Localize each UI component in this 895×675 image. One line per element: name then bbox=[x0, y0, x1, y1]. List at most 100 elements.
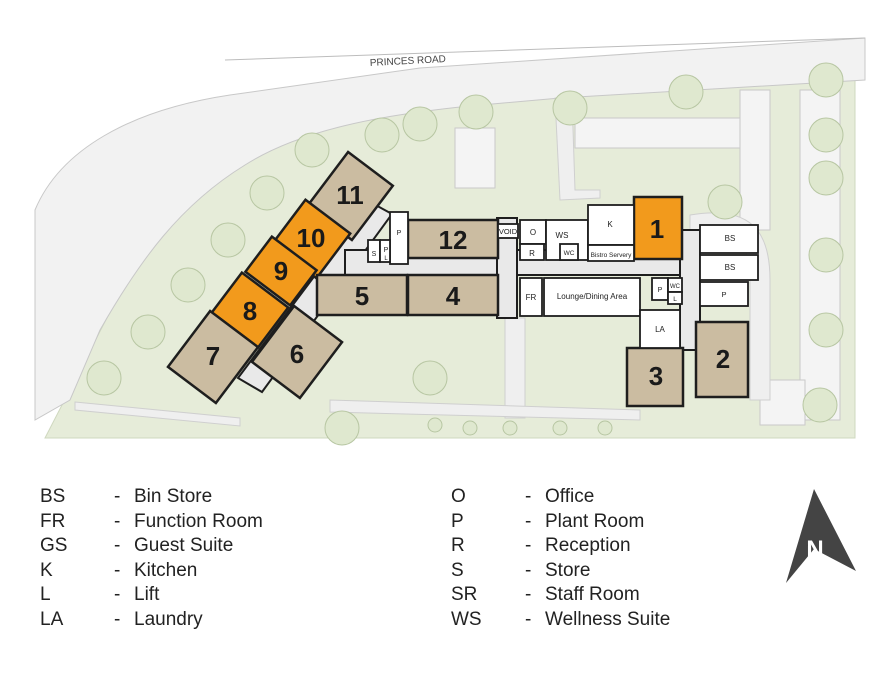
room-label-function-room: FR bbox=[526, 293, 537, 302]
legend-abbr: SR bbox=[451, 584, 478, 606]
tree bbox=[458, 94, 494, 130]
unit-number-1: 1 bbox=[650, 214, 664, 244]
room-label-lift-1: L bbox=[673, 296, 677, 303]
tree bbox=[412, 360, 448, 396]
legend-dash: - bbox=[525, 559, 532, 581]
legend-dash: - bbox=[114, 559, 121, 581]
legend-desc: Staff Room bbox=[545, 584, 640, 606]
unit-5 bbox=[315, 273, 409, 317]
legend-desc: Guest Suite bbox=[134, 535, 234, 557]
unit-number-4: 4 bbox=[446, 281, 461, 311]
tree bbox=[502, 420, 518, 436]
legend-desc: Office bbox=[545, 486, 595, 507]
room-label-plant-1: P bbox=[721, 290, 726, 299]
road-label: PRINCES ROAD bbox=[370, 54, 447, 69]
north-arrow-icon: N bbox=[786, 489, 856, 583]
tree bbox=[707, 184, 743, 220]
unit-6 bbox=[250, 304, 344, 400]
unit-number-7: 7 bbox=[206, 341, 220, 371]
room-label-plant-2: P bbox=[658, 287, 663, 294]
legend-desc: Laundry bbox=[134, 608, 203, 630]
tree bbox=[808, 312, 844, 348]
legend-dash: - bbox=[114, 535, 121, 557]
unit-4 bbox=[406, 273, 500, 317]
legend-desc: Plant Room bbox=[545, 510, 645, 532]
tree bbox=[808, 117, 844, 153]
legend-abbr: LA bbox=[40, 608, 64, 630]
site-plan: PRINCES ROAD bbox=[34, 37, 866, 446]
room-label-bin-store-2: BS bbox=[725, 263, 736, 272]
tree bbox=[86, 360, 122, 396]
legend-dash: - bbox=[114, 584, 121, 606]
legend-dash: - bbox=[525, 535, 532, 557]
legend-dash: - bbox=[114, 510, 121, 532]
tree bbox=[249, 175, 285, 211]
room-label-wellness: WS bbox=[556, 231, 569, 240]
legend-dash: - bbox=[525, 584, 532, 606]
legend-abbr: WS bbox=[451, 608, 482, 630]
legend-abbr: FR bbox=[40, 510, 66, 532]
room-label-lounge: Lounge/Dining Area bbox=[557, 292, 628, 301]
legend-dash: - bbox=[525, 608, 532, 630]
legend-dash: - bbox=[114, 608, 121, 630]
legend-desc: Lift bbox=[134, 584, 160, 606]
room-label-reception: R bbox=[529, 249, 535, 258]
room-label-bin-store-1: BS bbox=[725, 234, 736, 243]
legend-dash: - bbox=[114, 486, 121, 507]
legend-desc: Store bbox=[545, 559, 591, 581]
legend-abbr: R bbox=[451, 535, 465, 557]
room-label-plant-4: P bbox=[384, 247, 389, 254]
tree bbox=[130, 314, 166, 350]
room-label-wc-2: WC bbox=[670, 284, 681, 290]
unit-number-6: 6 bbox=[290, 339, 304, 369]
communal-rooms bbox=[367, 204, 759, 349]
legend-abbr: BS bbox=[40, 486, 66, 507]
north-arrow-shape bbox=[786, 489, 856, 583]
trees bbox=[86, 62, 844, 446]
unit-number-2: 2 bbox=[716, 344, 730, 374]
legend-abbr: L bbox=[40, 584, 51, 606]
room-label-wc-1: WC bbox=[564, 250, 575, 257]
unit-number-3: 3 bbox=[649, 361, 663, 391]
legend-desc: Reception bbox=[545, 535, 631, 557]
tree bbox=[402, 106, 438, 142]
tree bbox=[552, 420, 568, 436]
legend-desc: Wellness Suite bbox=[545, 608, 671, 630]
legend-abbr: S bbox=[451, 559, 464, 581]
tree bbox=[668, 74, 704, 110]
unit-2 bbox=[694, 320, 750, 399]
tree bbox=[210, 222, 246, 258]
legend-abbr: K bbox=[40, 559, 53, 581]
tree bbox=[324, 410, 360, 446]
room-label-bistro: Bistro Servery bbox=[591, 252, 633, 259]
tree bbox=[552, 90, 588, 126]
unit-7 bbox=[166, 309, 260, 405]
tree bbox=[808, 160, 844, 196]
room-label-kitchen: K bbox=[607, 220, 613, 229]
tree bbox=[808, 62, 844, 98]
unit-number-12: 12 bbox=[439, 225, 468, 255]
tree bbox=[294, 132, 330, 168]
room-label-office: O bbox=[530, 228, 536, 237]
unit-number-5: 5 bbox=[355, 281, 369, 311]
unit-3 bbox=[625, 346, 685, 408]
legend-dash: - bbox=[525, 486, 532, 507]
legend-abbr: GS bbox=[40, 535, 68, 557]
tree bbox=[808, 237, 844, 273]
unit-number-10: 10 bbox=[297, 223, 326, 253]
unit-number-11: 11 bbox=[336, 180, 364, 210]
legend-desc: Bin Store bbox=[134, 486, 213, 507]
room-label-lift-2: L bbox=[384, 256, 388, 262]
tree bbox=[364, 117, 400, 153]
room-label-plant-3: P bbox=[397, 230, 402, 237]
unit-number-8: 8 bbox=[243, 296, 257, 326]
legend-desc: Function Room bbox=[134, 510, 263, 532]
north-label: N bbox=[806, 536, 823, 563]
tree bbox=[462, 420, 478, 436]
tree bbox=[802, 387, 838, 423]
princes-road bbox=[34, 37, 866, 421]
room-label-store: S bbox=[372, 251, 377, 258]
legend-abbr: P bbox=[451, 510, 464, 532]
tree bbox=[427, 417, 443, 433]
